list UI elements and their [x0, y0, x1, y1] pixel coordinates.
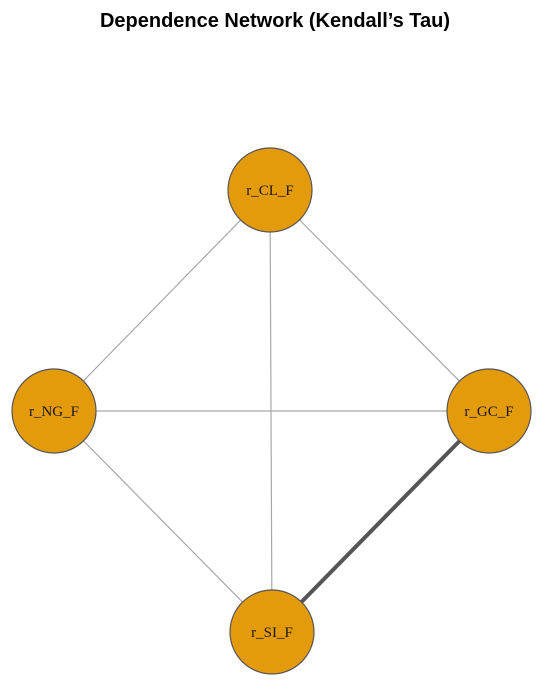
- node-label: r_NG_F: [29, 404, 79, 420]
- node-circle: [227, 147, 313, 233]
- node-circle: [11, 368, 97, 454]
- edge-cl-ng: [53, 189, 271, 412]
- edge-cl-gc: [269, 189, 490, 412]
- edge-ng-si: [53, 410, 273, 633]
- diagram-title: Dependence Network (Kendall’s Tau): [99, 10, 451, 32]
- node-circle: [229, 589, 315, 675]
- nodes-layer: r_CL_F r_NG_F r_GC_F r_SI_F: [11, 147, 532, 675]
- node-cl: r_CL_F: [227, 147, 313, 233]
- edge-gc-si: [270, 409, 491, 634]
- edges-layer: [53, 189, 491, 634]
- node-label: r_SI_F: [251, 625, 293, 641]
- node-circle: [446, 368, 532, 454]
- node-gc: r_GC_F: [446, 368, 532, 454]
- node-label: r_GC_F: [464, 404, 513, 420]
- node-ng: r_NG_F: [11, 368, 97, 454]
- node-si: r_SI_F: [229, 589, 315, 675]
- node-label: r_CL_F: [246, 183, 294, 199]
